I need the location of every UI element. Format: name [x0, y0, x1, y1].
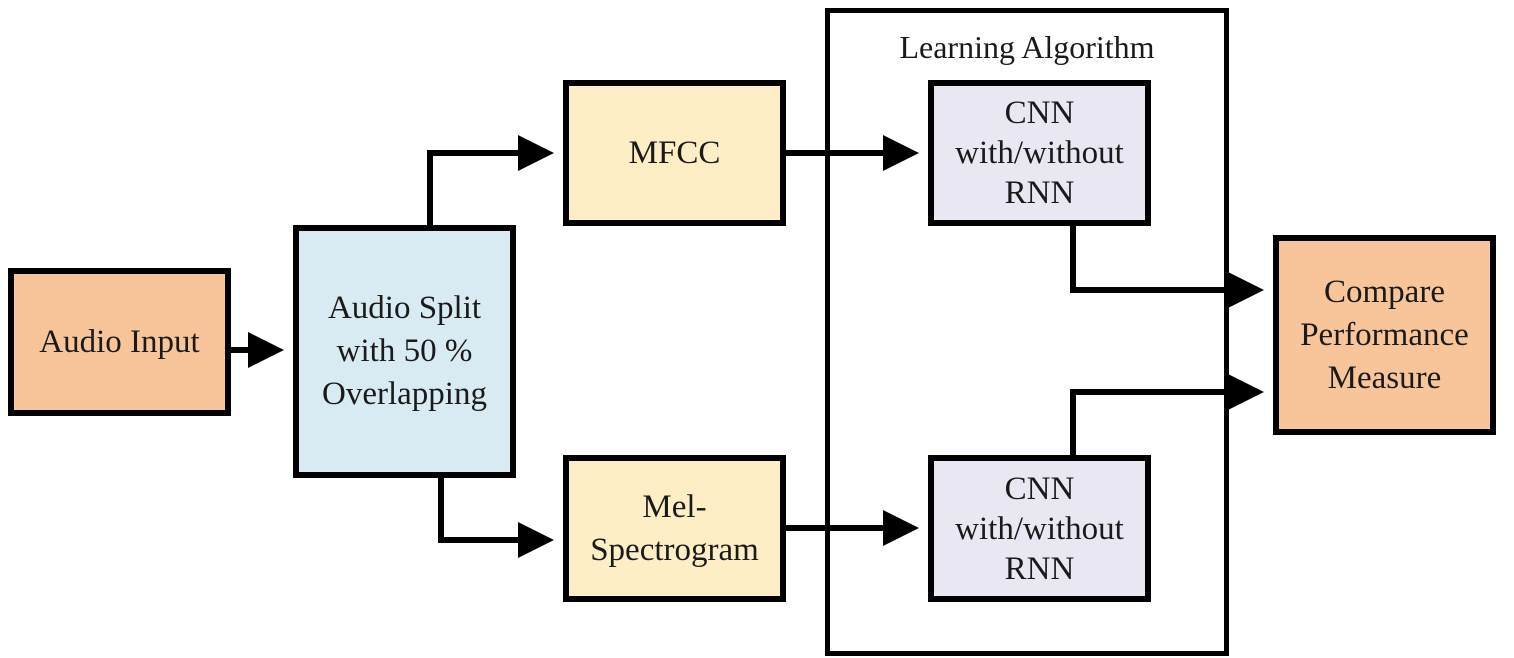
mfcc-label: MFCC: [628, 134, 721, 171]
edge-cnn-bottom-to-compare: [1070, 374, 1264, 455]
edge-split-to-mfcc: [427, 135, 554, 225]
compare-label-line3: Measure: [1327, 359, 1442, 396]
cnn-top-node: CNN with/without RNN: [928, 80, 1151, 226]
cnn-top-label-line3: RNN: [1004, 175, 1075, 211]
mel-label-line1: Mel-: [642, 488, 707, 525]
compare-label-line2: Performance: [1300, 316, 1469, 353]
audio-split-label-line1: Audio Split: [327, 290, 482, 326]
learning-algorithm-group: Learning Algorithm: [825, 8, 1229, 656]
audio-split-node: Audio Split with 50 % Overlapping: [293, 225, 516, 478]
cnn-bottom-node: CNN with/without RNN: [928, 455, 1151, 602]
audio-split-label-line3: Overlapping: [322, 376, 487, 412]
cnn-top-label-line2: with/without: [955, 135, 1124, 171]
audio-split-label-line2: with 50 %: [336, 333, 473, 369]
learning-algorithm-title: Learning Algorithm: [899, 29, 1155, 65]
mel-spectrogram-node: Mel- Spectrogram: [563, 455, 786, 602]
compare-label-line1: Compare: [1324, 273, 1445, 310]
edge-cnn-top-to-compare: [1070, 225, 1264, 308]
cnn-bottom-label-line2: with/without: [955, 510, 1124, 547]
edge-split-to-mel: [438, 477, 554, 558]
audio-input-node: Audio Input: [8, 268, 231, 416]
mfcc-node: MFCC: [563, 80, 786, 226]
cnn-top-label-line1: CNN: [1004, 95, 1075, 131]
cnn-bottom-label-line1: CNN: [1004, 470, 1075, 507]
mel-label-line2: Spectrogram: [590, 531, 759, 568]
compare-performance-node: Compare Performance Measure: [1273, 235, 1496, 435]
cnn-bottom-label-line3: RNN: [1004, 550, 1075, 587]
audio-input-label: Audio Input: [39, 323, 200, 360]
